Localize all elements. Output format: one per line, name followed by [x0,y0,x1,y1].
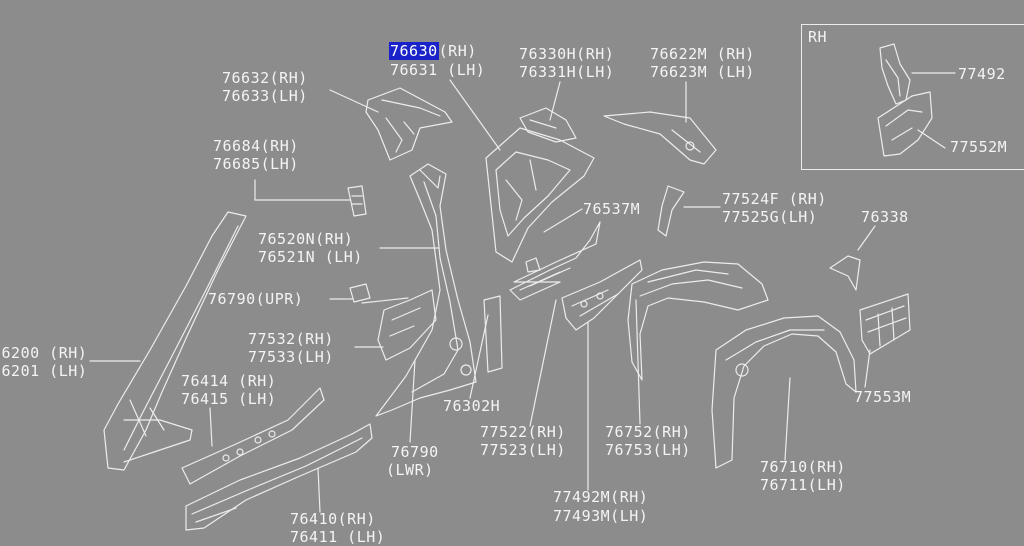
part-76752-shape [627,261,769,381]
part-77532-shape [377,289,437,361]
part-76415-label[interactable]: 76415 (LH) [181,390,277,408]
part-77525-label[interactable]: 77525G(LH) [722,208,818,226]
rh-inset-box [801,24,1024,170]
part-76622-label[interactable]: 76622M (RH) [650,45,755,63]
part-76685-label[interactable]: 76685(LH) [213,155,299,173]
part-76302-label[interactable]: 76302H [443,397,501,415]
part-76622-shape [603,111,717,165]
part-76790-lwr-suffix: (LWR) [386,461,434,479]
part-77523-label[interactable]: 77523(LH) [480,441,566,459]
part-76790-upr-label[interactable]: 76790(UPR) [208,290,304,308]
part-77522-label[interactable]: 77522(RH) [480,423,566,441]
part-76684-label[interactable]: 76684(RH) [213,137,299,155]
part-77492m-label[interactable]: 77492M(RH) [553,488,649,506]
part-77553-label[interactable]: 77553M [854,388,912,406]
part-76753-label[interactable]: 76753(LH) [605,441,691,459]
leader-lines [89,72,956,513]
part-76200-label[interactable]: 76200 (RH) [0,344,88,362]
part-76520-shape [375,163,477,417]
part-76330-label[interactable]: 76330H(RH) [519,45,615,63]
part-76790-upr-shape [349,283,371,303]
part-76338-shape [829,255,861,291]
part-76410-label[interactable]: 76410(RH) [290,510,376,528]
part-76752-label[interactable]: 76752(RH) [605,423,691,441]
part-76630-shape [485,127,595,263]
part-77532-label[interactable]: 77532(RH) [248,330,334,348]
inset-parts [877,43,933,157]
part-76411-label[interactable]: 76411 (LH) [290,528,386,546]
part-76684-shape [347,185,367,217]
part-76623-label[interactable]: 76623M (LH) [650,63,755,81]
part-76537-shape [525,257,541,273]
part-76330-shape [519,107,577,143]
part-76630-side: (RH) [438,42,477,60]
part-76537-label[interactable]: 76537M [583,200,641,218]
part-76631-label[interactable]: 76631 (LH) [390,61,486,79]
part-76331-label[interactable]: 76331H(LH) [519,63,615,81]
part-76520-label[interactable]: 76520N(RH) [258,230,354,248]
part-77553m-shape [859,293,911,355]
part-76414-label[interactable]: 76414 (RH) [181,372,277,390]
part-76338-label[interactable]: 76338 [861,208,909,226]
part-76521-label[interactable]: 76521N (LH) [258,248,363,266]
part-76711-label[interactable]: 76711(LH) [760,476,846,494]
highlighted-part-number[interactable]: 76630 [389,42,439,60]
part-77492-label[interactable]: 77492 [958,65,1006,83]
part-77552-label[interactable]: 77552M [950,138,1008,156]
part-76630-label[interactable]: 76630(RH) [389,42,477,60]
part-76200-shape [103,211,247,471]
part-76632-shape [365,87,453,161]
inset-title: RH [808,28,828,46]
part-76710-shape [711,315,857,469]
part-76633-label[interactable]: 76633(LH) [222,87,308,105]
part-76302-shape [483,295,503,373]
part-77492m-shape [561,259,643,331]
part-76410-shape [185,423,373,531]
part-77493m-label[interactable]: 77493M(LH) [553,507,649,525]
part-76414-shape [181,387,325,485]
part-77524-shape [657,185,685,237]
part-76201-label[interactable]: 76201 (LH) [0,362,88,380]
part-77524-label[interactable]: 77524F (RH) [722,190,827,208]
part-76790-lwr-label[interactable]: 76790 [391,443,439,461]
part-77533-label[interactable]: 77533(LH) [248,348,334,366]
part-76632-label[interactable]: 76632(RH) [222,69,308,87]
part-77522-shape [509,221,601,301]
part-76710-label[interactable]: 76710(RH) [760,458,846,476]
